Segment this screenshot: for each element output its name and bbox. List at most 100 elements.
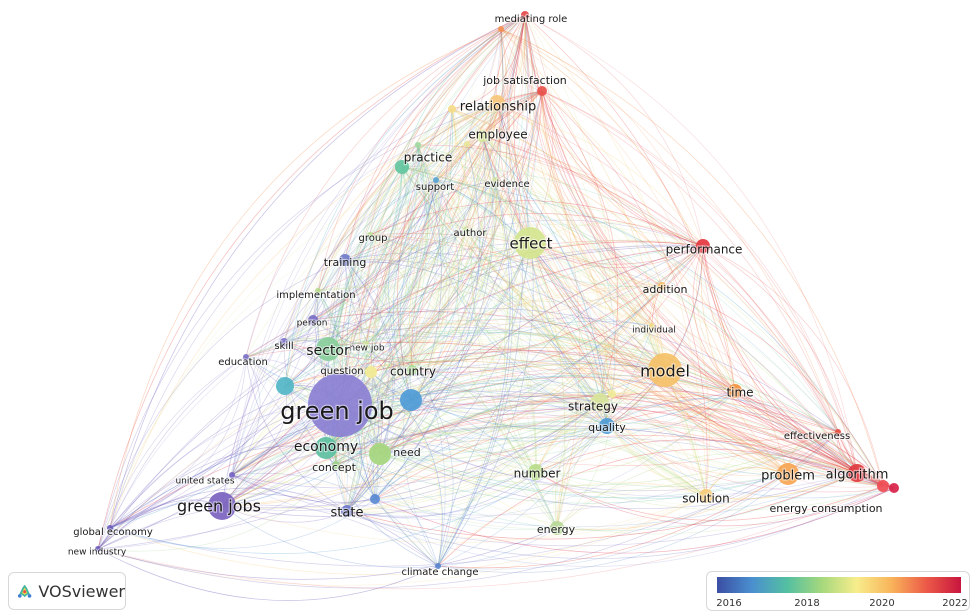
node-country[interactable] bbox=[407, 365, 417, 375]
node-effectiveness[interactable] bbox=[835, 429, 841, 435]
node-model[interactable] bbox=[648, 353, 682, 387]
node-label-problem[interactable]: problem bbox=[760, 467, 816, 484]
node-energy-consumption[interactable] bbox=[877, 480, 889, 492]
node-label-education[interactable]: education bbox=[217, 356, 269, 369]
node-label-state[interactable]: state bbox=[329, 504, 364, 521]
node-label-number[interactable]: number bbox=[512, 465, 561, 481]
network-edge bbox=[466, 143, 707, 497]
node-job-satisfaction[interactable] bbox=[537, 86, 547, 96]
node-climate-change[interactable] bbox=[435, 563, 441, 569]
node-label-sector[interactable]: sector bbox=[305, 342, 351, 360]
node-label-employee[interactable]: employee bbox=[467, 126, 528, 142]
node-label-global-economy[interactable]: global economy bbox=[72, 526, 154, 539]
node-group[interactable] bbox=[367, 232, 373, 238]
node-person[interactable] bbox=[308, 315, 318, 325]
node-number[interactable] bbox=[528, 464, 544, 480]
node-label-new-industry[interactable]: new industry bbox=[67, 546, 128, 558]
node-united-states[interactable] bbox=[229, 472, 235, 478]
node-energy[interactable] bbox=[550, 521, 564, 535]
node-label-united-states[interactable]: united states bbox=[174, 475, 236, 487]
node-unlabeled[interactable] bbox=[370, 494, 380, 504]
node-unlabeled[interactable] bbox=[276, 377, 294, 395]
node-economy[interactable] bbox=[315, 437, 337, 459]
node-label-group[interactable]: group bbox=[357, 232, 388, 245]
node-new-industry[interactable] bbox=[95, 546, 101, 552]
node-training[interactable] bbox=[339, 254, 351, 266]
node-label-job-satisfaction[interactable]: job satisfaction bbox=[481, 73, 568, 88]
node-label-concept[interactable]: concept bbox=[311, 460, 358, 475]
node-label-effect[interactable]: effect bbox=[508, 233, 553, 253]
node-label-practice[interactable]: practice bbox=[403, 149, 454, 165]
network-edge bbox=[344, 179, 437, 261]
node-time[interactable] bbox=[728, 384, 742, 398]
node-label-new-job[interactable]: new job bbox=[348, 342, 386, 354]
node-global-economy[interactable] bbox=[107, 525, 113, 531]
node-label-climate-change[interactable]: climate change bbox=[400, 566, 479, 579]
node-label-economy[interactable]: economy bbox=[293, 438, 359, 456]
node-unlabeled[interactable] bbox=[608, 390, 616, 398]
node-individual[interactable] bbox=[649, 323, 655, 329]
node-label-algorithm[interactable]: algorithm bbox=[825, 466, 890, 483]
node-unlabeled[interactable] bbox=[464, 141, 470, 147]
node-green-job[interactable] bbox=[308, 373, 372, 437]
node-unlabeled[interactable] bbox=[400, 389, 422, 411]
node-evidence[interactable] bbox=[493, 177, 499, 183]
node-algorithm[interactable] bbox=[848, 464, 866, 482]
node-label-implementation[interactable]: implementation bbox=[275, 289, 356, 302]
node-label-effectiveness[interactable]: effectiveness bbox=[783, 430, 852, 443]
node-problem[interactable] bbox=[777, 463, 799, 485]
network-edge bbox=[109, 102, 498, 529]
node-label-question[interactable]: question bbox=[319, 365, 364, 378]
node-label-author[interactable]: author bbox=[452, 227, 488, 240]
node-state[interactable] bbox=[341, 505, 353, 517]
node-label-relationship[interactable]: relationship bbox=[459, 98, 538, 115]
node-employee[interactable] bbox=[476, 130, 488, 142]
node-question[interactable] bbox=[365, 366, 377, 378]
node-need[interactable] bbox=[369, 443, 391, 465]
node-concept[interactable] bbox=[332, 461, 340, 469]
node-sector[interactable] bbox=[316, 337, 340, 361]
node-support[interactable] bbox=[433, 177, 439, 183]
node-label-green-jobs[interactable]: green jobs bbox=[176, 495, 262, 516]
node-quality[interactable] bbox=[599, 418, 615, 434]
node-performance[interactable] bbox=[696, 239, 710, 253]
node-addition[interactable] bbox=[658, 282, 666, 290]
node-label-energy[interactable]: energy bbox=[536, 522, 577, 537]
node-label-quality[interactable]: quality bbox=[587, 420, 627, 435]
node-relationship[interactable] bbox=[489, 95, 505, 111]
node-label-mediating-role[interactable]: mediating role bbox=[494, 13, 569, 26]
node-mediating-role[interactable] bbox=[521, 11, 529, 19]
node-label-energy-consumption[interactable]: energy consumption bbox=[768, 501, 883, 516]
node-label-individual[interactable]: individual bbox=[631, 324, 677, 336]
node-education[interactable] bbox=[243, 354, 249, 360]
node-new-job[interactable] bbox=[363, 341, 369, 347]
node-implementation[interactable] bbox=[315, 288, 321, 294]
node-unlabeled[interactable] bbox=[415, 142, 421, 148]
node-label-performance[interactable]: performance bbox=[664, 241, 743, 257]
node-label-country[interactable]: country bbox=[389, 363, 437, 379]
node-label-training[interactable]: training bbox=[323, 255, 368, 270]
node-label-need[interactable]: need bbox=[392, 445, 422, 460]
node-effect[interactable] bbox=[514, 227, 546, 259]
node-label-strategy[interactable]: strategy bbox=[567, 398, 619, 414]
node-label-green-job[interactable]: green job bbox=[279, 396, 395, 426]
node-label-addition[interactable]: addition bbox=[641, 282, 688, 297]
node-unlabeled[interactable] bbox=[889, 483, 899, 493]
node-solution[interactable] bbox=[699, 489, 713, 503]
node-label-support[interactable]: support bbox=[415, 181, 456, 194]
node-label-solution[interactable]: solution bbox=[681, 490, 731, 506]
node-unlabeled[interactable] bbox=[448, 105, 456, 113]
node-label-time[interactable]: time bbox=[725, 384, 754, 400]
node-practice[interactable] bbox=[395, 160, 409, 174]
node-skill[interactable] bbox=[280, 338, 288, 346]
network-edge bbox=[221, 415, 858, 507]
node-green-jobs[interactable] bbox=[208, 492, 236, 520]
node-author[interactable] bbox=[463, 227, 469, 233]
node-label-evidence[interactable]: evidence bbox=[483, 178, 531, 191]
node-label-model[interactable]: model bbox=[639, 360, 691, 381]
node-label-skill[interactable]: skill bbox=[273, 340, 295, 353]
node-label-person[interactable]: person bbox=[295, 317, 328, 329]
node-strategy[interactable] bbox=[591, 393, 609, 411]
node-unlabeled[interactable] bbox=[498, 26, 504, 32]
